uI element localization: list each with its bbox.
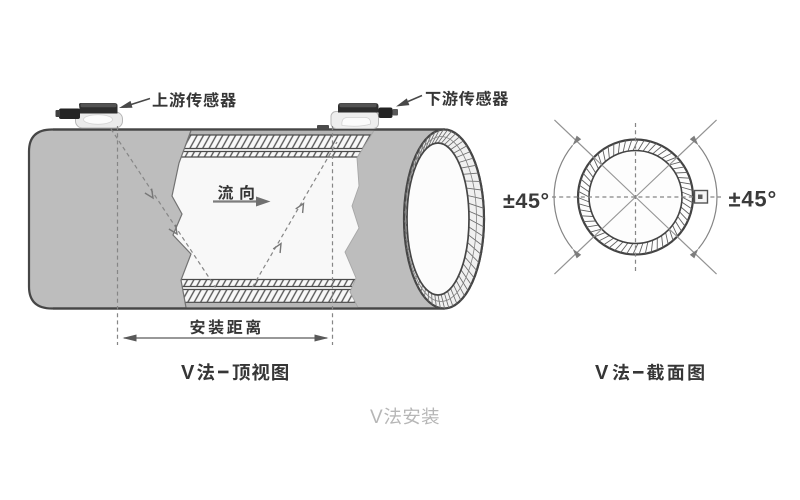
svg-text:V: V: [595, 362, 609, 384]
svg-text:V: V: [370, 407, 383, 428]
svg-text:V: V: [181, 362, 195, 384]
svg-text:±45°: ±45°: [503, 189, 550, 213]
svg-text:±45°: ±45°: [729, 187, 778, 212]
